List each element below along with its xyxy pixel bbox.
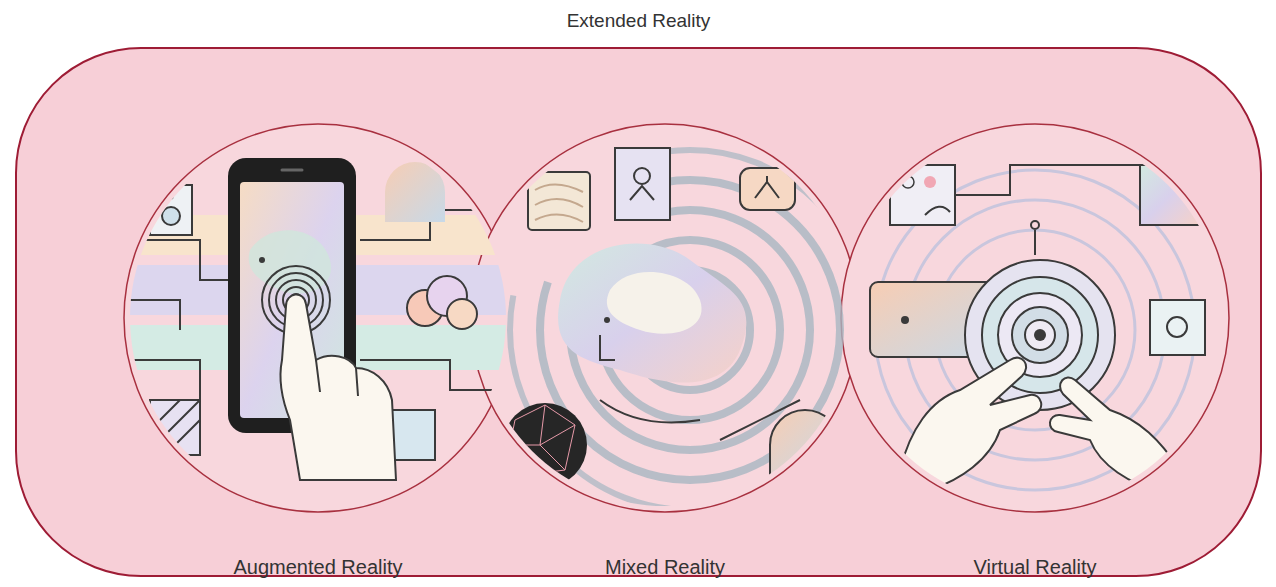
art-rect (240, 182, 344, 418)
mr-illustration (503, 148, 870, 510)
art-rect (1150, 300, 1205, 355)
art-rect (120, 325, 520, 370)
art-circle (1031, 221, 1039, 229)
art-circle (982, 277, 1098, 393)
art-path (607, 272, 702, 334)
art-path (600, 335, 615, 360)
art-circle (283, 287, 309, 313)
art-line (282, 169, 302, 172)
art-path (630, 186, 654, 200)
art-circle (259, 257, 265, 263)
art-rect (890, 165, 955, 225)
art-circle (269, 273, 323, 327)
circle-outline (123, 123, 513, 585)
art-rect (120, 215, 520, 255)
art-path (249, 230, 331, 293)
xr-group-box: Extended RealityAugmented RealityMixed R… (15, 47, 1262, 577)
art-path (955, 165, 1140, 255)
art-circle (998, 293, 1082, 377)
art-path (130, 210, 510, 400)
art-circle (901, 316, 909, 324)
art-path (510, 405, 575, 475)
art-rect (615, 148, 670, 220)
art-rect (870, 282, 1010, 357)
vr-illustration (870, 165, 1205, 490)
art-circle (1012, 307, 1068, 363)
art-circle (905, 200, 1165, 460)
art-circle (540, 180, 840, 480)
art-path (316, 360, 358, 396)
group-outline (16, 48, 1261, 576)
art-path (535, 184, 583, 222)
circle-outline (471, 124, 859, 512)
art-circle (630, 270, 750, 390)
circle-label: Virtual Reality (840, 555, 1230, 579)
art-circle (604, 317, 610, 323)
art-circle (600, 240, 780, 420)
group-heading: Extended Reality (15, 10, 1262, 33)
ar-circle: Augmented Reality (123, 123, 513, 585)
art-circle (510, 150, 870, 510)
art-circle (503, 403, 587, 487)
art-circle (570, 210, 810, 450)
circle-outline (840, 123, 1230, 585)
art-circle (965, 260, 1115, 410)
art-circle (924, 176, 936, 188)
art-path (1050, 377, 1180, 490)
ar-illustration (120, 158, 520, 480)
art-circle (1034, 329, 1046, 341)
mr-circle: Mixed Reality (470, 123, 860, 585)
art-circle (262, 266, 330, 334)
art-rect (228, 158, 356, 433)
art-path (150, 400, 200, 455)
art-circle (447, 299, 477, 329)
art-path (770, 410, 840, 480)
art-circle (162, 207, 180, 225)
art-path (795, 450, 815, 480)
art-rect (120, 265, 520, 315)
art-path (755, 176, 779, 198)
art-rect (1140, 165, 1200, 225)
art-circle (1025, 320, 1055, 350)
art-path (558, 244, 746, 383)
art-circle (634, 168, 650, 184)
art-path (385, 162, 445, 222)
art-circle (935, 230, 1135, 430)
art-circle (875, 170, 1195, 490)
art-circle (1167, 317, 1187, 337)
circle-outline (470, 123, 860, 585)
circle-label: Augmented Reality (123, 555, 513, 579)
art-rect (150, 185, 192, 235)
circle-label: Mixed Reality (470, 555, 860, 579)
art-rect (740, 168, 795, 210)
art-circle (276, 280, 316, 320)
art-rect (150, 400, 200, 455)
art-path (600, 400, 800, 440)
circle-outline (124, 124, 512, 512)
vr-circle: Virtual Reality (840, 123, 1230, 585)
circle-outline (841, 124, 1229, 512)
art-rect (528, 172, 590, 230)
art-path (280, 294, 396, 480)
art-path (925, 207, 950, 215)
art-circle (902, 176, 914, 188)
art-rect (380, 410, 435, 460)
art-circle (407, 290, 443, 326)
art-path (900, 358, 1041, 490)
art-circle (290, 294, 302, 306)
art-circle (427, 276, 467, 316)
art-circle (169, 195, 174, 200)
